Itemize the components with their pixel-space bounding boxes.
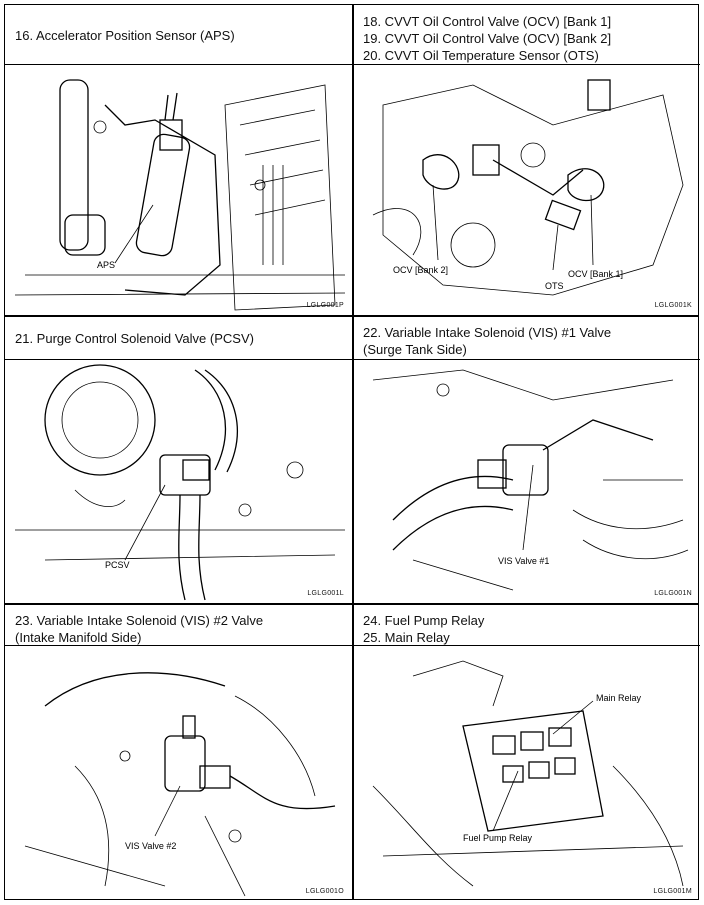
panel-title: 23. Variable Intake Solenoid (VIS) #2 Va… [15,613,264,628]
pcsv-illustration: PCSV [15,364,345,601]
figure-code: LGLG001L [307,590,344,597]
panel-figure-aps: APS LGLG001P [5,65,352,315]
panel-title: 16. Accelerator Position Sensor (APS) [15,28,235,43]
figure-code: LGLG001P [306,302,344,309]
panel-figure-pcsv: PCSV LGLG001L [5,360,352,603]
panel-title: 21. Purge Control Solenoid Valve (PCSV) [15,331,254,346]
panel-figure-vis2: VIS Valve #2 LGLG001O [5,646,352,901]
panel-header-vis1: 22. Variable Intake Solenoid (VIS) #1 Va… [353,316,700,360]
callout-label: VIS Valve #2 [125,841,176,851]
callout-label: Main Relay [596,693,642,703]
panel-figure-cvvt: OCV [Bank 2] OTS OCV [Bank 1] LGLG001K [353,65,700,315]
callout-label: PCSV [105,560,130,570]
panel-title: (Intake Manifold Side) [15,630,142,645]
panel-figure-relays: Main Relay Fuel Pump Relay LGLG001M [353,646,700,901]
panel-figure-vis1: VIS Valve #1 LGLG001N [353,360,700,603]
callout-label: Fuel Pump Relay [463,833,533,843]
panel-title: (Surge Tank Side) [363,342,467,357]
aps-illustration: APS [14,79,346,311]
callout-label: OTS [545,281,564,291]
panel-header-aps: 16. Accelerator Position Sensor (APS) [5,5,352,65]
row-divider [5,603,698,605]
panel-title: 22. Variable Intake Solenoid (VIS) #1 Va… [363,325,612,340]
panel-header-relays: 24. Fuel Pump Relay 25. Main Relay [353,604,700,646]
panel-header-cvvt: 18. CVVT Oil Control Valve (OCV) [Bank 1… [353,5,700,65]
column-divider [352,5,354,899]
callout-label: OCV [Bank 2] [393,265,448,275]
panel-title: 18. CVVT Oil Control Valve (OCV) [Bank 1… [363,14,612,29]
vis2-illustration: VIS Valve #2 [24,672,336,897]
panel-title: 25. Main Relay [363,630,450,645]
figure-code: LGLG001M [653,888,692,895]
panel-title: 19. CVVT Oil Control Valve (OCV) [Bank 2… [363,31,612,46]
callout-label: APS [97,260,115,270]
panel-title: 24. Fuel Pump Relay [363,613,485,628]
panel-title: 20. CVVT Oil Temperature Sensor (OTS) [363,48,599,63]
cvvt-illustration: OCV [Bank 2] OTS OCV [Bank 1] [372,79,684,296]
vis1-illustration: VIS Valve #1 [372,369,689,591]
figure-code: LGLG001N [654,590,692,597]
component-location-table: 16. Accelerator Position Sensor (APS) AP… [4,4,700,901]
callout-label: OCV [Bank 1] [568,269,623,279]
panel-header-vis2: 23. Variable Intake Solenoid (VIS) #2 Va… [5,604,352,646]
figure-code: LGLG001O [305,888,344,895]
panel-header-pcsv: 21. Purge Control Solenoid Valve (PCSV) [5,316,352,360]
figure-code: LGLG001K [654,302,692,309]
relays-illustration: Main Relay Fuel Pump Relay [372,660,684,887]
row-divider [5,315,698,317]
callout-label: VIS Valve #1 [498,556,549,566]
